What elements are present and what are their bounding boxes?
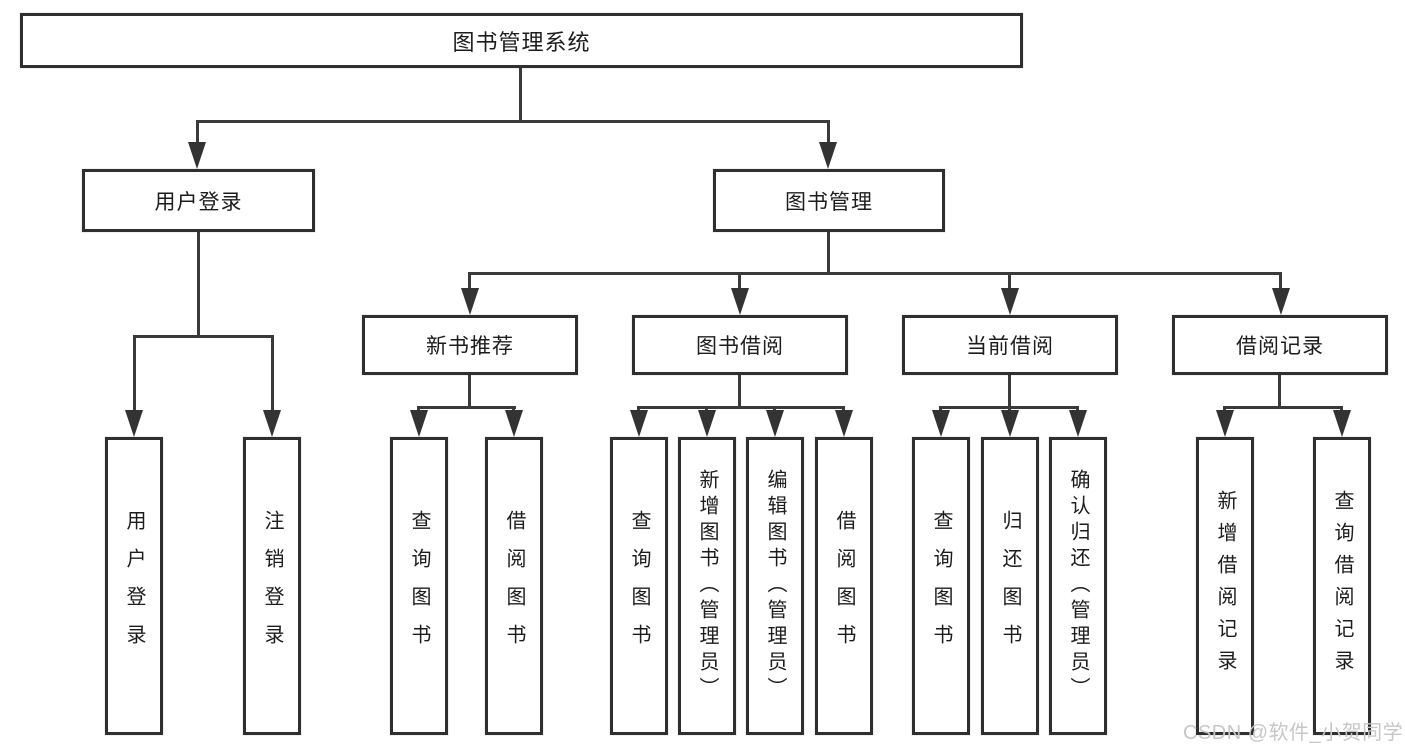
leaf-confirm-return-admin: 确认归还（管理员） <box>1049 437 1107 735</box>
node-label: 图书管理系统 <box>452 29 591 55</box>
arrow-down-icon <box>505 410 523 437</box>
connector-line <box>468 272 471 290</box>
connector-line <box>417 406 516 409</box>
arrow-down-icon <box>1001 288 1019 315</box>
connector-line <box>1278 375 1281 407</box>
node-label: 新增借阅记录 <box>1214 490 1236 682</box>
node-label: 查询图书 <box>408 510 430 662</box>
connector-line <box>842 406 845 413</box>
arrow-down-icon <box>1333 410 1351 437</box>
node-label: 编辑图书（管理员） <box>764 469 786 703</box>
connector-line <box>827 120 830 144</box>
connector-line <box>1008 272 1011 290</box>
connector-line <box>468 375 471 407</box>
node-book-management: 图书管理 <box>713 169 945 232</box>
node-label: 查询图书 <box>628 510 650 662</box>
connector-line <box>468 272 1282 275</box>
arrow-down-icon <box>630 410 648 437</box>
node-root-system: 图书管理系统 <box>20 13 1023 68</box>
connector-line <box>1340 406 1343 413</box>
leaf-borrow-book-2: 借阅图书 <box>815 437 873 735</box>
connector-line <box>519 68 522 120</box>
node-label: 归还图书 <box>999 510 1021 662</box>
node-label: 借阅记录 <box>1236 335 1324 358</box>
arrow-down-icon <box>125 410 143 437</box>
connector-line <box>939 406 942 413</box>
leaf-edit-book-admin: 编辑图书（管理员） <box>746 437 804 735</box>
leaf-add-book-admin: 新增图书（管理员） <box>678 437 736 735</box>
connector-line <box>197 232 200 336</box>
leaf-query-book-1: 查询图书 <box>390 437 448 735</box>
node-label: 用户登录 <box>123 510 145 662</box>
arrow-down-icon <box>1069 410 1087 437</box>
leaf-query-borrow-record: 查询借阅记录 <box>1313 437 1371 735</box>
connector-line <box>773 406 776 413</box>
node-label: 新增图书（管理员） <box>696 469 718 703</box>
node-current-borrow: 当前借阅 <box>902 315 1118 375</box>
connector-line <box>738 375 741 407</box>
arrow-down-icon <box>932 410 950 437</box>
node-label: 借阅图书 <box>833 510 855 662</box>
arrow-down-icon <box>1001 410 1019 437</box>
connector-line <box>196 120 830 123</box>
connector-line <box>133 335 136 412</box>
connector-line <box>705 406 708 413</box>
arrow-down-icon <box>835 410 853 437</box>
connector-line <box>1279 272 1282 290</box>
node-label: 图书管理 <box>785 190 873 214</box>
leaf-add-borrow-record: 新增借阅记录 <box>1196 437 1254 735</box>
connector-line <box>637 406 845 409</box>
connector-line <box>637 406 640 413</box>
node-label: 图书借阅 <box>696 335 784 358</box>
connector-line <box>133 335 274 338</box>
node-user-login: 用户登录 <box>82 169 315 232</box>
connector-line <box>1223 406 1343 409</box>
connector-line <box>1076 406 1079 413</box>
connector-line <box>1008 406 1011 413</box>
arrow-down-icon <box>263 410 281 437</box>
leaf-user-login: 用户登录 <box>105 437 163 735</box>
node-book-borrow: 图书借阅 <box>632 315 848 375</box>
node-label: 查询借阅记录 <box>1331 490 1353 682</box>
csdn-watermark: CSDN @软件_小贺同学 <box>1183 722 1404 744</box>
arrow-down-icon <box>766 410 784 437</box>
node-label: 用户登录 <box>154 190 243 214</box>
arrow-down-icon <box>819 142 837 169</box>
node-borrow-record: 借阅记录 <box>1172 315 1388 375</box>
node-label: 注销登录 <box>261 510 283 662</box>
connector-line <box>1008 375 1011 407</box>
arrow-down-icon <box>188 142 206 169</box>
connector-line <box>738 272 741 290</box>
arrow-down-icon <box>1216 410 1234 437</box>
node-label: 借阅图书 <box>503 510 525 662</box>
leaf-query-book-2: 查询图书 <box>610 437 668 735</box>
connector-line <box>417 406 420 413</box>
leaf-query-book-3: 查询图书 <box>912 437 970 735</box>
connector-line <box>1223 406 1226 413</box>
node-label: 新书推荐 <box>426 335 514 358</box>
node-label: 当前借阅 <box>966 335 1054 358</box>
connector-line <box>512 406 515 413</box>
arrow-down-icon <box>461 288 479 315</box>
leaf-logout: 注销登录 <box>243 437 301 735</box>
connector-line <box>827 232 830 274</box>
node-label: 确认归还（管理员） <box>1067 469 1089 703</box>
arrow-down-icon <box>410 410 428 437</box>
leaf-return-book: 归还图书 <box>981 437 1039 735</box>
connector-line <box>196 120 199 144</box>
node-label: 查询图书 <box>930 510 952 662</box>
connector-line <box>271 335 274 412</box>
arrow-down-icon <box>731 288 749 315</box>
arrow-down-icon <box>1272 288 1290 315</box>
node-new-book-recommend: 新书推荐 <box>362 315 578 375</box>
leaf-borrow-book-1: 借阅图书 <box>485 437 543 735</box>
arrow-down-icon <box>698 410 716 437</box>
